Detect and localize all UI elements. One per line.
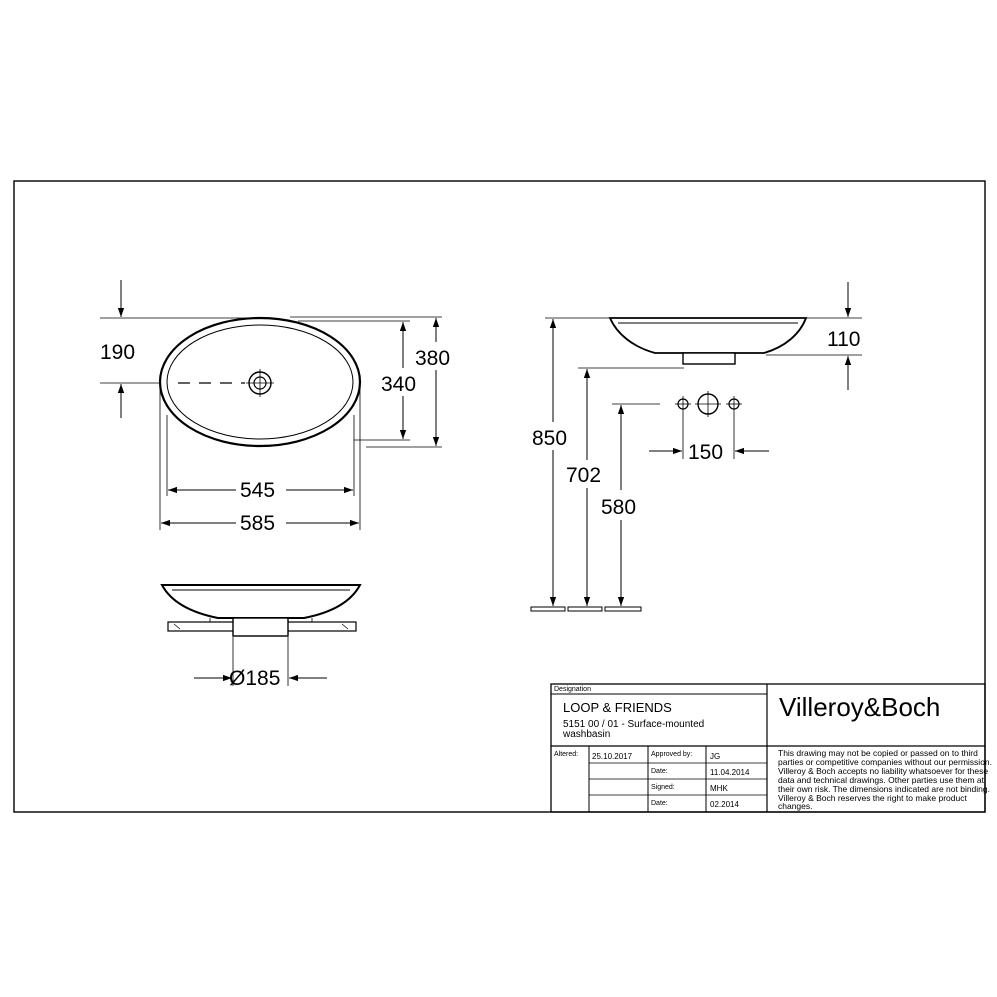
disclaimer-line: This drawing may not be copied or passed… bbox=[778, 748, 978, 758]
date2-label: Date: bbox=[651, 800, 668, 807]
basin-front-outline bbox=[160, 584, 362, 619]
dim-340: 340 bbox=[381, 373, 416, 396]
dim-190: 190 bbox=[100, 341, 135, 364]
dim-150: 150 bbox=[688, 441, 723, 464]
product-description-2: washbasin bbox=[562, 729, 610, 740]
altered-label: Altered: bbox=[554, 751, 578, 758]
date1-label: Date: bbox=[651, 768, 668, 775]
signed-value: MHK bbox=[710, 784, 728, 793]
altered-value: 25.10.2017 bbox=[592, 752, 633, 761]
approved-label: Approved by: bbox=[651, 751, 692, 758]
date1-value: 11.04.2014 bbox=[710, 768, 750, 777]
dim-110: 110 bbox=[827, 328, 860, 351]
disclaimer-line: Villeroy & Boch accepts no liability wha… bbox=[778, 766, 988, 776]
dim-585: 585 bbox=[240, 512, 275, 535]
basin-outer-outline bbox=[158, 316, 362, 448]
disclaimer-line: data and technical drawings. Other parti… bbox=[778, 775, 985, 785]
front-view: Ø185 bbox=[160, 584, 362, 690]
drawing-frame bbox=[13, 180, 986, 813]
dim-380: 380 bbox=[415, 347, 450, 370]
disclaimer-line: Villeroy & Boch reserves the right to ma… bbox=[778, 793, 967, 803]
brand-logo-text: Villeroy&Boch bbox=[779, 692, 940, 722]
date2-value: 02.2014 bbox=[710, 800, 739, 809]
product-description-1: 5151 00 / 01 - Surface-mounted bbox=[563, 719, 704, 730]
dim-850: 850 bbox=[532, 427, 567, 450]
disclaimer-line: their own risk. The dimensions indicated… bbox=[778, 784, 990, 794]
product-name: LOOP & FRIENDS bbox=[563, 700, 672, 715]
dim-545: 545 bbox=[240, 479, 275, 502]
top-view: 190 340 380 545 585 bbox=[100, 280, 450, 535]
approved-value: JG bbox=[710, 752, 720, 761]
dim-702: 702 bbox=[566, 464, 601, 487]
basin-inner-outline bbox=[166, 324, 354, 440]
drain-section bbox=[232, 617, 289, 637]
basin-side-outline bbox=[608, 317, 808, 354]
title-block: Designation LOOP & FRIENDS 5151 00 / 01 … bbox=[550, 683, 992, 813]
disclaimer-line: parties or competitive companies without… bbox=[778, 757, 992, 767]
disclaimer-line: changes. bbox=[778, 801, 813, 811]
dim-580: 580 bbox=[601, 496, 636, 519]
side-view: 110 150 850 702 580 bbox=[530, 282, 862, 612]
signed-label: Signed: bbox=[651, 784, 675, 791]
side-drain bbox=[682, 352, 736, 365]
dim-diameter-185: Ø185 bbox=[229, 667, 280, 690]
designation-label: Designation bbox=[554, 686, 591, 693]
floor-line bbox=[530, 606, 642, 612]
